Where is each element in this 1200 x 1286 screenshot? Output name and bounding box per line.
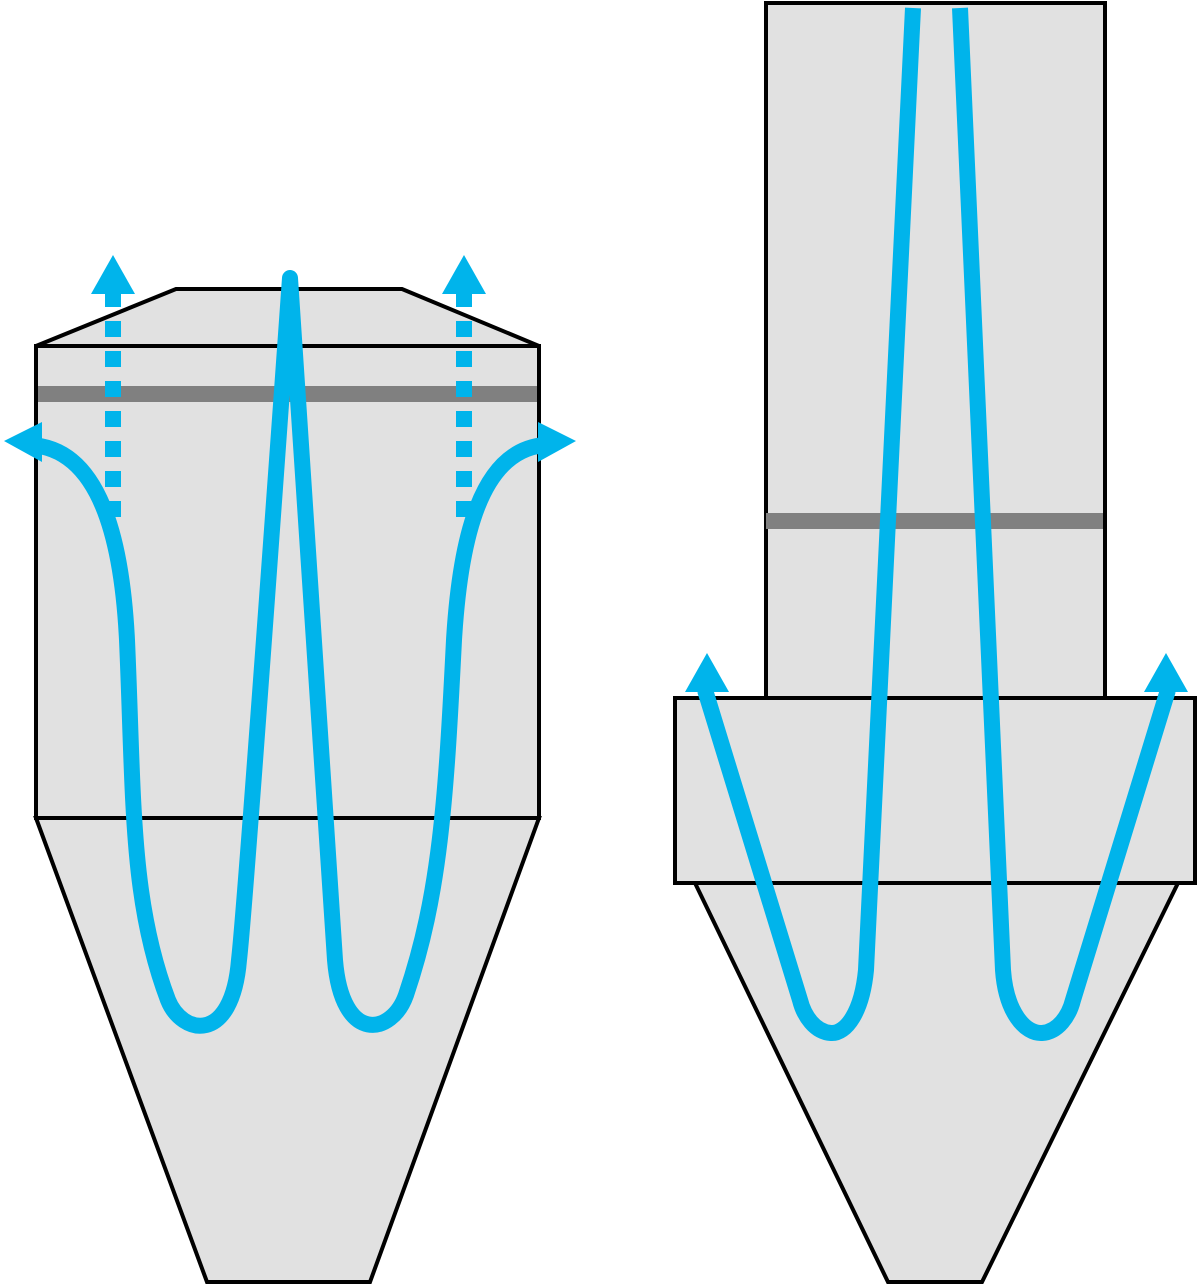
right-right-arrowhead-icon: [1144, 653, 1188, 692]
right-flow: [685, 7, 1188, 1041]
right-right-flow-line: [952, 7, 1176, 1041]
right-vessel: [673, 1, 1197, 1284]
left-vessel: [33, 287, 542, 1284]
right-left-arrowhead-icon: [685, 653, 729, 692]
right-vessel-cone: [691, 881, 1182, 1284]
right-dotted-arrowhead-icon: [442, 255, 486, 294]
right-outlet-arrowhead-icon: [538, 422, 576, 462]
left-vessel-cone: [33, 816, 542, 1284]
right-vessel-column: [764, 1, 1107, 700]
left-outlet-arrowhead-icon: [4, 422, 42, 462]
right-left-flow-line: [697, 7, 921, 1041]
left-flow: [4, 255, 576, 1034]
left-vortex-flow-line: [22, 270, 553, 1034]
left-dotted-arrowhead-icon: [91, 255, 135, 294]
